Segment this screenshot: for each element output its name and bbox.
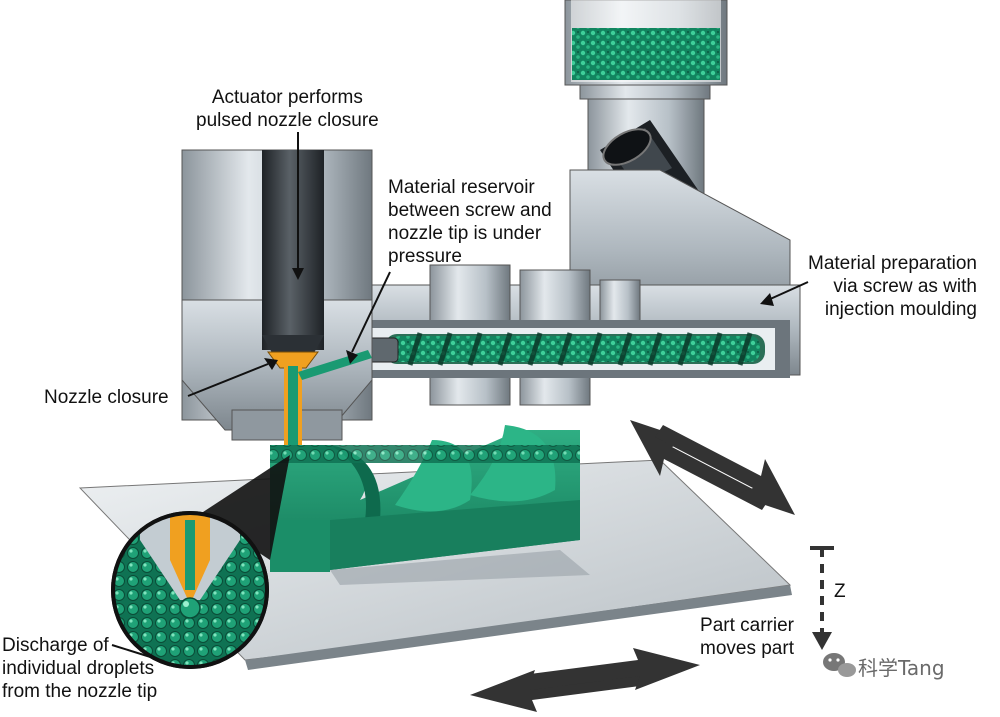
- z-axis-label: Z: [834, 581, 846, 602]
- reservoir-label-line-2: between screw and: [388, 200, 552, 221]
- preparation-label-line-1: Material preparation: [808, 253, 977, 274]
- screw: [359, 332, 765, 366]
- reservoir-label-line-1: Material reservoir: [388, 177, 535, 198]
- discharge-label-line-1: Discharge of: [2, 635, 109, 656]
- reservoir-label-line-4: pressure: [388, 246, 462, 267]
- actuator-label-line-2: pulsed nozzle closure: [196, 110, 379, 131]
- preparation-label: Material preparation via screw as with i…: [808, 252, 977, 321]
- wechat-icon: [823, 653, 856, 677]
- discharge-label-line-2: individual droplets: [2, 658, 155, 679]
- nozzle-head: [181, 149, 373, 441]
- preparation-label-line-2: via screw as with: [833, 276, 977, 297]
- discharge-label: Discharge of individual droplets from th…: [2, 634, 157, 703]
- watermark: 科学Tang: [858, 656, 945, 680]
- z-motion-arrow: [810, 546, 834, 650]
- preparation-label-line-3: injection moulding: [824, 299, 977, 320]
- actuator-label-line-1: Actuator performs: [211, 87, 363, 108]
- part-carrier-label-line-1: Part carrier: [700, 615, 794, 636]
- part-carrier-label-line-2: moves part: [700, 638, 794, 659]
- actuator-label: Actuator performs pulsed nozzle closure: [196, 86, 379, 132]
- leader-lines: [111, 132, 809, 661]
- printed-part: [270, 425, 580, 572]
- xy-motion-arrow-diagonal: [630, 420, 795, 515]
- xy-motion-arrow-horizontal: [470, 648, 700, 712]
- nozzle-closure-label: Nozzle closure: [44, 387, 169, 408]
- reservoir-label: Material reservoir between screw and noz…: [388, 176, 552, 268]
- granulate-fill: [572, 28, 720, 80]
- discharge-label-line-3: from the nozzle tip: [2, 681, 158, 702]
- part-carrier-label: Part carrier moves part: [700, 614, 794, 660]
- magnifier-inset: [111, 455, 290, 669]
- reservoir-label-line-3: nozzle tip is under: [388, 223, 542, 244]
